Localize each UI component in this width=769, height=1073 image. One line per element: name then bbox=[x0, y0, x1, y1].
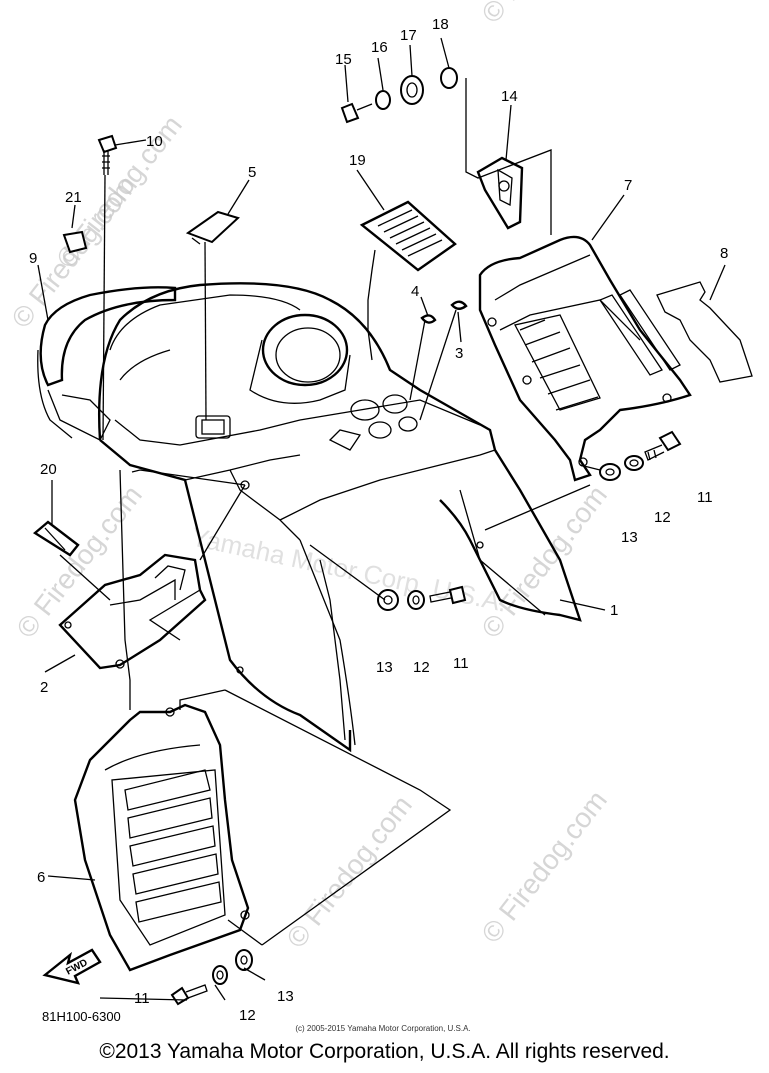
part-10-bolt bbox=[97, 134, 118, 175]
watermark-right-low: © Firedog.com bbox=[475, 785, 613, 949]
part-15-screw bbox=[340, 102, 360, 124]
label-part-5: 5 bbox=[248, 164, 256, 181]
fwd-arrow-icon: FWD bbox=[42, 948, 102, 985]
label-part-7: 7 bbox=[624, 177, 632, 194]
label-part-19: 19 bbox=[349, 152, 366, 169]
label-part-17: 17 bbox=[400, 27, 417, 44]
label-part-18: 18 bbox=[432, 16, 449, 33]
label-part-13-right: 13 bbox=[621, 529, 638, 546]
label-part-10: 10 bbox=[146, 133, 163, 150]
label-part-6: 6 bbox=[37, 869, 45, 886]
label-part-8: 8 bbox=[720, 245, 728, 262]
label-part-11-center: 11 bbox=[453, 655, 469, 672]
watermark-bottom-mid: © Firedog.com bbox=[280, 790, 418, 954]
footer-copyright: ©2013 Yamaha Motor Corporation, U.S.A. A… bbox=[99, 1040, 670, 1063]
part-4-clip bbox=[420, 314, 437, 324]
label-part-16: 16 bbox=[371, 39, 388, 56]
label-part-13-bottom: 13 bbox=[277, 988, 294, 1005]
label-part-12-bottom: 12 bbox=[239, 1007, 256, 1024]
fastener-stack-top bbox=[340, 67, 458, 124]
part-9-left-cover bbox=[37, 286, 177, 441]
fastener-set-bottom bbox=[170, 949, 253, 1006]
label-part-12-center: 12 bbox=[413, 659, 430, 676]
label-part-21: 21 bbox=[65, 189, 82, 206]
small-copyright: (c) 2005-2015 Yamaha Motor Corporation, … bbox=[295, 1024, 470, 1033]
part-3-clip bbox=[450, 300, 468, 310]
part-5-plate bbox=[185, 210, 240, 245]
label-part-2: 2 bbox=[40, 679, 48, 696]
part-1-front-cowl bbox=[97, 282, 582, 753]
part-8-insert-panel bbox=[656, 281, 753, 383]
fastener-set-center bbox=[377, 585, 467, 611]
part-6-left-grille bbox=[73, 703, 250, 972]
part-21-grommet bbox=[62, 230, 88, 254]
part-14-clamp bbox=[476, 156, 524, 230]
label-part-1: 1 bbox=[610, 602, 618, 619]
label-part-9: 9 bbox=[29, 250, 37, 267]
part-18-collar bbox=[440, 67, 458, 89]
watermark-left: © Firedog.com bbox=[10, 480, 148, 644]
label-part-11-right: 11 bbox=[697, 489, 713, 506]
watermark-top-right: © Firedog.com bbox=[475, 0, 613, 29]
fastener-set-right bbox=[599, 430, 682, 481]
part-16-washer bbox=[375, 90, 391, 110]
label-part-20: 20 bbox=[40, 461, 57, 478]
leader-lines bbox=[37, 37, 726, 1001]
label-part-11-bottom: 11 bbox=[134, 990, 150, 1007]
label-part-3: 3 bbox=[455, 345, 463, 362]
part-7-right-grille bbox=[478, 235, 692, 482]
label-part-4: 4 bbox=[411, 283, 419, 300]
part-20-clip bbox=[32, 520, 80, 557]
label-part-13-center: 13 bbox=[376, 659, 393, 676]
label-part-15: 15 bbox=[335, 51, 352, 68]
part-17-grommet bbox=[400, 75, 424, 105]
watermark-layer: © Firedog.com © Firedog.com © Firedog.co… bbox=[5, 0, 613, 954]
part-labels: 10 21 9 5 15 16 17 18 14 19 7 8 4 3 20 1… bbox=[29, 16, 728, 1024]
watermark-center: Yamaha Motor Corp. U.S.A. bbox=[189, 522, 510, 618]
label-part-14: 14 bbox=[501, 88, 518, 105]
label-part-12-right: 12 bbox=[654, 509, 671, 526]
diagram-code: 81H100-6300 bbox=[42, 1009, 121, 1024]
part-19-sticker bbox=[359, 200, 457, 272]
